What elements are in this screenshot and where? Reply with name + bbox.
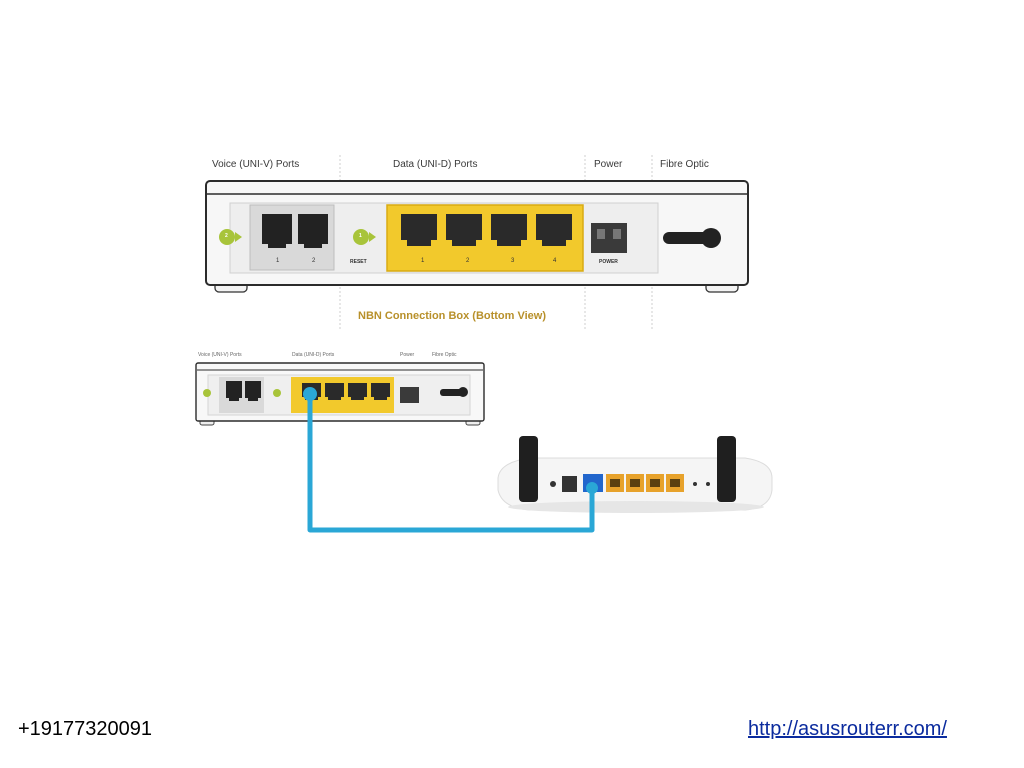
nbn-box-caption: NBN Connection Box (Bottom View) xyxy=(358,310,547,322)
small-voice-ports-label: Voice (UNI-V) Ports xyxy=(198,352,242,358)
power-port-label: POWER xyxy=(599,259,618,265)
footer-phone: +19177320091 xyxy=(18,718,153,740)
voice-ports-label: Voice (UNI-V) Ports xyxy=(212,159,300,170)
connection-drawing xyxy=(195,362,773,533)
small-power-label: Power xyxy=(400,352,415,358)
voice-port-number: 1 xyxy=(276,258,280,264)
step-2-marker: 2 xyxy=(225,233,228,239)
small-fibre-label: Fibre Optic xyxy=(432,352,457,358)
footer-url-link[interactable]: http://asusrouterr.com/ xyxy=(748,718,947,740)
small-data-ports-label: Data (UNI-D) Ports xyxy=(292,352,335,358)
power-label: Power xyxy=(594,159,623,170)
data-port-number: 3 xyxy=(511,258,515,264)
reset-label: RESET xyxy=(350,259,367,265)
voice-port-number: 2 xyxy=(312,258,316,264)
step-1-marker: 1 xyxy=(359,233,362,239)
data-port-number: 4 xyxy=(553,258,557,264)
data-port-number: 1 xyxy=(421,258,425,264)
fibre-optic-label: Fibre Optic xyxy=(660,159,709,170)
nbn-box-large-drawing xyxy=(205,155,749,330)
data-ports-label: Data (UNI-D) Ports xyxy=(393,159,478,170)
data-port-number: 2 xyxy=(466,258,470,264)
